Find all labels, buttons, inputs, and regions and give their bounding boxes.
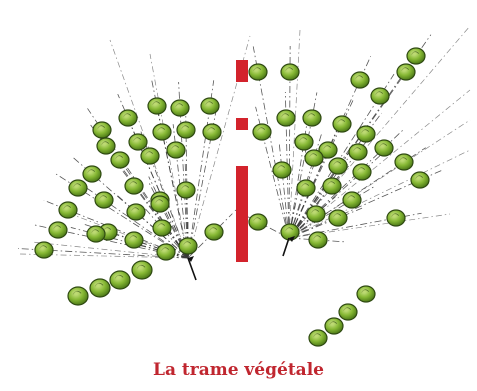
tree-icon xyxy=(59,202,77,218)
tree-icon xyxy=(307,206,325,222)
divider-bar xyxy=(236,166,248,262)
tree-icon xyxy=(395,154,413,170)
tree-icon xyxy=(351,72,369,88)
tree-icon xyxy=(309,232,327,248)
tree-icon xyxy=(329,210,347,226)
tree-icon xyxy=(329,158,347,174)
tree-icon xyxy=(203,124,221,140)
diagram-caption: La trame végétale xyxy=(0,360,477,380)
tree-icon xyxy=(93,122,111,138)
tree-icon xyxy=(371,88,389,104)
tree-icon xyxy=(157,244,175,260)
tree-icon xyxy=(277,110,295,126)
tree-icon xyxy=(253,124,271,140)
divider-bar xyxy=(236,60,248,82)
tree-clusters xyxy=(35,48,429,346)
tree-icon xyxy=(309,330,327,346)
tree-icon xyxy=(249,64,267,80)
tree-icon xyxy=(349,144,367,160)
tree-icon xyxy=(132,261,152,279)
tree-icon xyxy=(295,134,313,150)
tree-icon xyxy=(281,64,299,80)
tree-icon xyxy=(90,279,110,297)
tree-icon xyxy=(97,138,115,154)
tree-icon xyxy=(83,166,101,182)
tree-icon xyxy=(69,180,87,196)
tree-icon xyxy=(303,110,321,126)
tree-icon xyxy=(68,287,88,305)
tree-icon xyxy=(151,196,169,212)
tree-icon xyxy=(411,172,429,188)
tree-icon xyxy=(297,180,315,196)
tree-icon xyxy=(129,134,147,150)
tree-icon xyxy=(111,152,129,168)
tree-icon xyxy=(353,164,371,180)
red-divider-bars xyxy=(236,60,248,262)
tree-icon xyxy=(125,232,143,248)
focal-point-arrow-icon xyxy=(188,256,196,280)
tree-icon xyxy=(339,304,357,320)
tree-icon xyxy=(49,222,67,238)
tree-icon xyxy=(323,178,341,194)
tree-icon xyxy=(35,242,53,258)
tree-icon xyxy=(205,224,223,240)
tree-icon xyxy=(153,220,171,236)
divider-bar xyxy=(236,118,248,130)
tree-icon xyxy=(357,286,375,302)
tree-icon xyxy=(177,182,195,198)
tree-icon xyxy=(177,122,195,138)
tree-icon xyxy=(357,126,375,142)
tree-icon xyxy=(167,142,185,158)
tree-icon xyxy=(95,192,113,208)
tree-icon xyxy=(305,150,323,166)
tree-icon xyxy=(201,98,219,114)
tree-icon xyxy=(125,178,143,194)
tree-icon xyxy=(273,162,291,178)
tree-icon xyxy=(397,64,415,80)
tree-icon xyxy=(387,210,405,226)
tree-icon xyxy=(333,116,351,132)
tree-icon xyxy=(375,140,393,156)
tree-icon xyxy=(153,124,171,140)
tree-icon xyxy=(407,48,425,64)
tree-icon xyxy=(119,110,137,126)
tree-icon xyxy=(141,148,159,164)
tree-icon xyxy=(325,318,343,334)
tree-icon xyxy=(343,192,361,208)
tree-icon xyxy=(171,100,189,116)
tree-icon xyxy=(281,224,299,240)
tree-icon xyxy=(148,98,166,114)
tree-icon xyxy=(127,204,145,220)
tree-icon xyxy=(110,271,130,289)
tree-icon xyxy=(249,214,267,230)
tree-icon xyxy=(87,226,105,242)
tree-icon xyxy=(179,238,197,254)
